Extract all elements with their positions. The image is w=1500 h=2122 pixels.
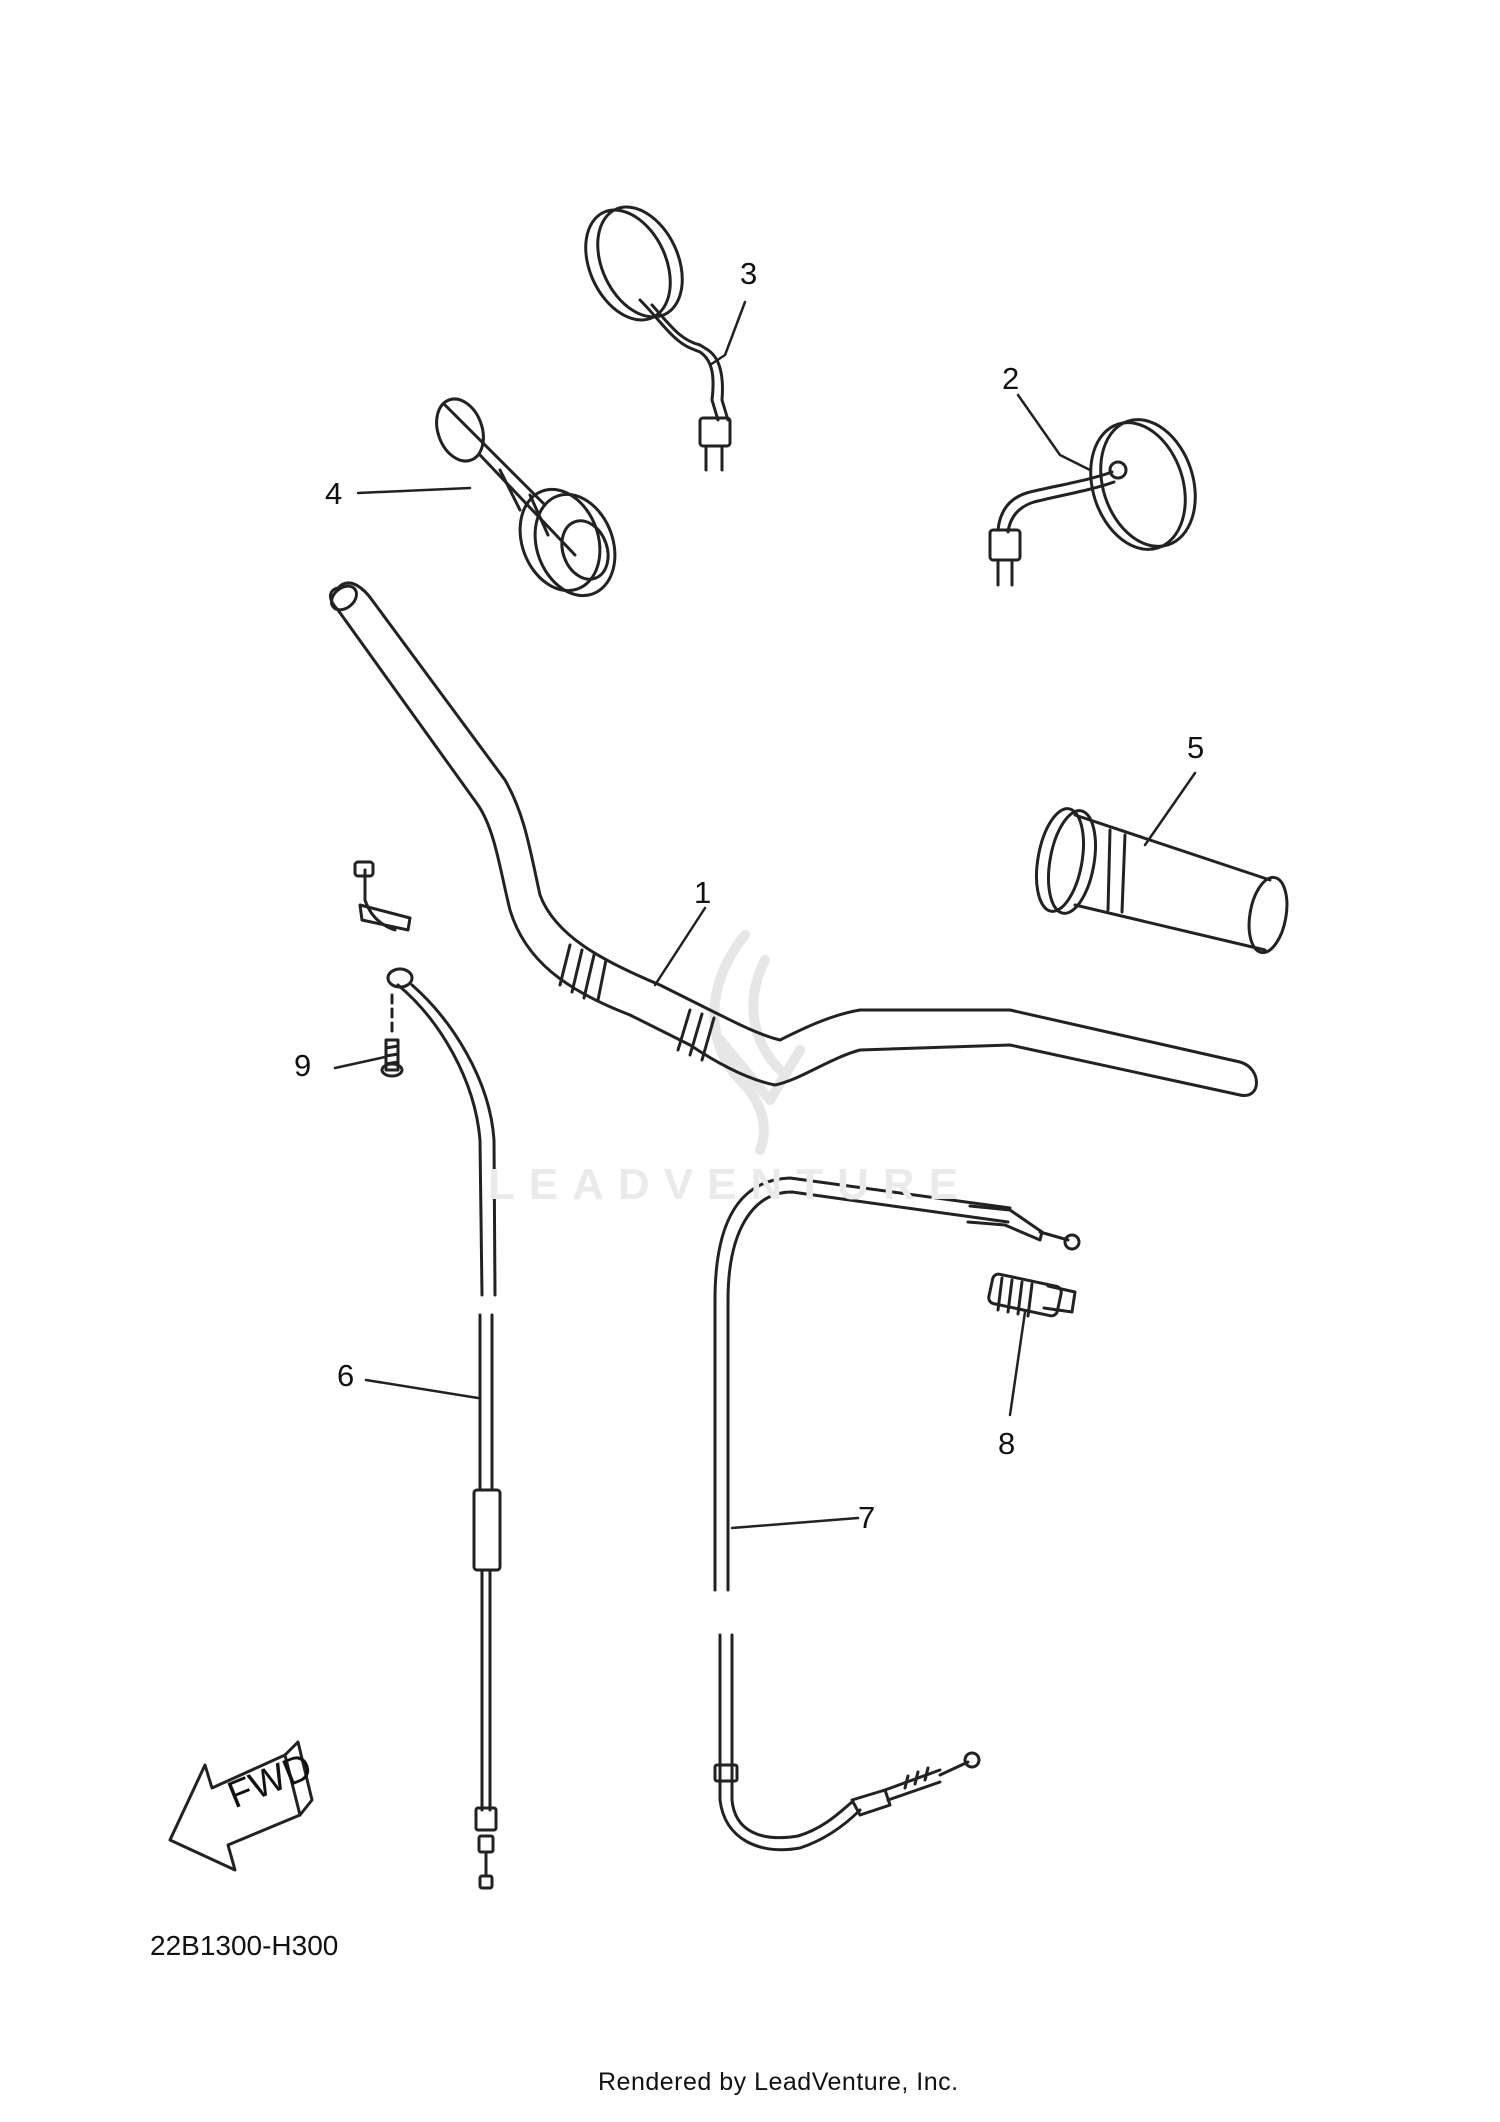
leader-5: [1143, 771, 1197, 847]
callout-1: 1: [694, 875, 712, 910]
callout-8: 8: [998, 1426, 1016, 1461]
left-mirror: [584, 205, 732, 472]
callout-9: 9: [294, 1048, 312, 1083]
leader-3: [708, 300, 747, 367]
handlebar: [329, 581, 1258, 1097]
callout-5: 5: [1187, 730, 1205, 765]
callout-4: 4: [325, 476, 343, 511]
watermark-text: LEADVENTURE: [488, 1160, 973, 1209]
render-credit: Rendered by LeadVenture, Inc.: [598, 2068, 959, 2096]
throttle-grip: [435, 397, 617, 598]
leader-9: [333, 1055, 387, 1070]
callout-2: 2: [1002, 361, 1020, 396]
cable-adjuster: [987, 1272, 1077, 1318]
leader-lines: [333, 300, 1197, 1530]
screw: [380, 993, 404, 1078]
throttle-cable: [353, 860, 502, 1890]
clutch-cable: [713, 1176, 1081, 1852]
drawing-code: 22B1300-H300: [150, 1930, 339, 1961]
leader-2: [1016, 393, 1092, 472]
leader-8: [1008, 1310, 1027, 1417]
leader-7: [730, 1516, 860, 1530]
right-mirror: [988, 418, 1197, 587]
leader-4: [356, 486, 472, 495]
fwd-arrow: [168, 1740, 314, 1872]
callout-7: 7: [858, 1500, 876, 1535]
left-grip: [1035, 807, 1289, 955]
callout-6: 6: [337, 1358, 355, 1393]
leader-6: [364, 1378, 480, 1400]
watermark-logo: [709, 930, 805, 1155]
callout-3: 3: [740, 256, 758, 291]
leader-1: [653, 906, 707, 987]
